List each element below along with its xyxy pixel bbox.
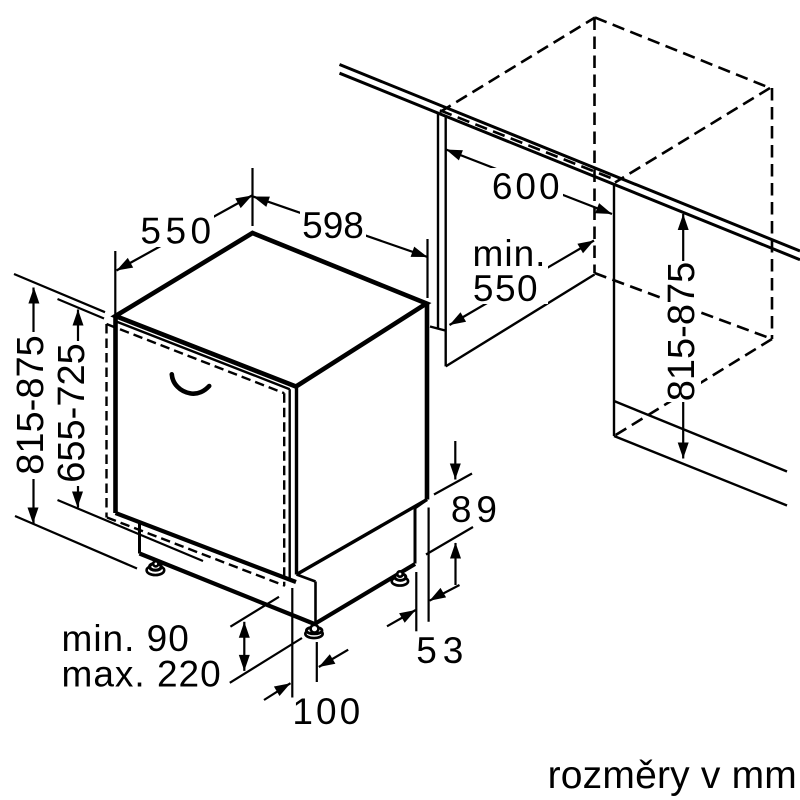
svg-text:600: 600 xyxy=(492,166,563,207)
svg-text:max. 220: max. 220 xyxy=(62,654,222,695)
svg-text:655-725: 655-725 xyxy=(51,343,93,482)
svg-text:min.: min. xyxy=(473,233,547,274)
svg-text:815-875: 815-875 xyxy=(10,335,52,474)
svg-text:598: 598 xyxy=(302,205,364,246)
svg-text:550: 550 xyxy=(473,268,539,309)
svg-text:100: 100 xyxy=(292,691,363,732)
svg-text:53: 53 xyxy=(416,630,469,671)
svg-text:815-875: 815-875 xyxy=(661,262,703,401)
svg-text:min. 90: min. 90 xyxy=(62,618,190,659)
svg-text:89: 89 xyxy=(451,489,502,530)
svg-text:550: 550 xyxy=(140,211,215,252)
svg-text:rozměry v mm: rozměry v mm xyxy=(548,754,797,797)
